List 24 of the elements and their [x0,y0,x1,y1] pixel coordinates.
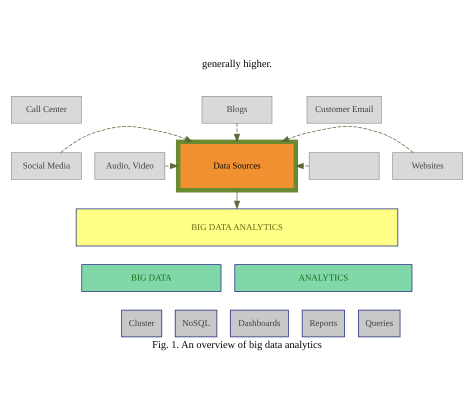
node-box: Reports [302,310,345,338]
arrow [164,162,180,170]
node-box [308,152,380,180]
arrow [234,190,240,210]
node-box: Data Sources [176,140,298,192]
node-box: BIG DATA [81,264,222,292]
node-box: Social Media [11,152,82,180]
caption: Fig. 1. An overview of big data analytics [152,340,322,352]
node-box: Blogs [202,96,272,124]
node-box: Dashboards [230,310,289,338]
node-box: Customer Email [306,96,382,124]
node-box: NoSQL [174,310,218,338]
node-box: Cluster [121,310,162,338]
arrow [280,126,414,153]
node-box: BIG DATA ANALYTICS [76,208,398,246]
node-box: Call Center [11,96,82,124]
node-box: Audio, Video [94,152,166,180]
node-box: Websites [392,152,463,180]
arrow [60,126,194,153]
label: generally higher. [202,59,272,70]
arrow [294,162,310,170]
node-box: Queries [358,310,400,338]
arrow [234,122,240,143]
node-box: ANALYTICS [234,264,412,292]
